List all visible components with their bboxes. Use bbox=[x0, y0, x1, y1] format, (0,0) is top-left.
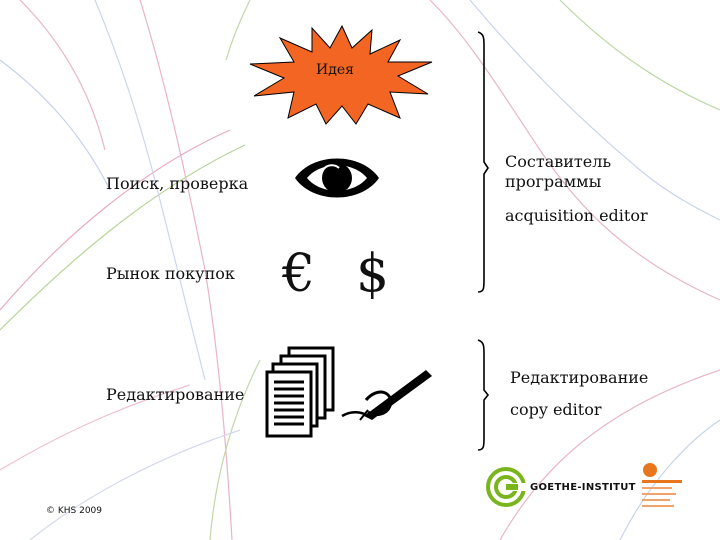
editing-right-label: Редактирование bbox=[510, 368, 649, 387]
dollar-icon: $ bbox=[356, 244, 390, 304]
copy-editor-label: copy editor bbox=[510, 400, 602, 419]
program-compiler-label: Составитель программы bbox=[505, 152, 612, 191]
idea-starburst-icon bbox=[249, 24, 433, 125]
acquisition-editor-label: acquisition editor bbox=[505, 206, 648, 225]
top-brace bbox=[477, 31, 489, 293]
eye-icon bbox=[295, 158, 379, 198]
goethe-logo-icon bbox=[486, 467, 526, 507]
partner-logo-icon bbox=[642, 463, 682, 507]
goethe-logo-text: GOETHE-INSTITUT bbox=[530, 482, 636, 493]
pen-writing-icon bbox=[341, 370, 432, 421]
copyright-text: © KHS 2009 bbox=[46, 506, 103, 516]
purchase-market-label: Рынок покупок bbox=[106, 264, 235, 283]
documents-icon bbox=[265, 346, 335, 438]
euro-icon: € bbox=[282, 244, 316, 304]
idea-label: Идея bbox=[316, 62, 354, 78]
bottom-brace bbox=[477, 339, 490, 451]
editing-label: Редактирование bbox=[106, 385, 245, 404]
idea-starburst-shape bbox=[249, 24, 433, 125]
search-check-label: Поиск, проверка bbox=[106, 174, 249, 193]
